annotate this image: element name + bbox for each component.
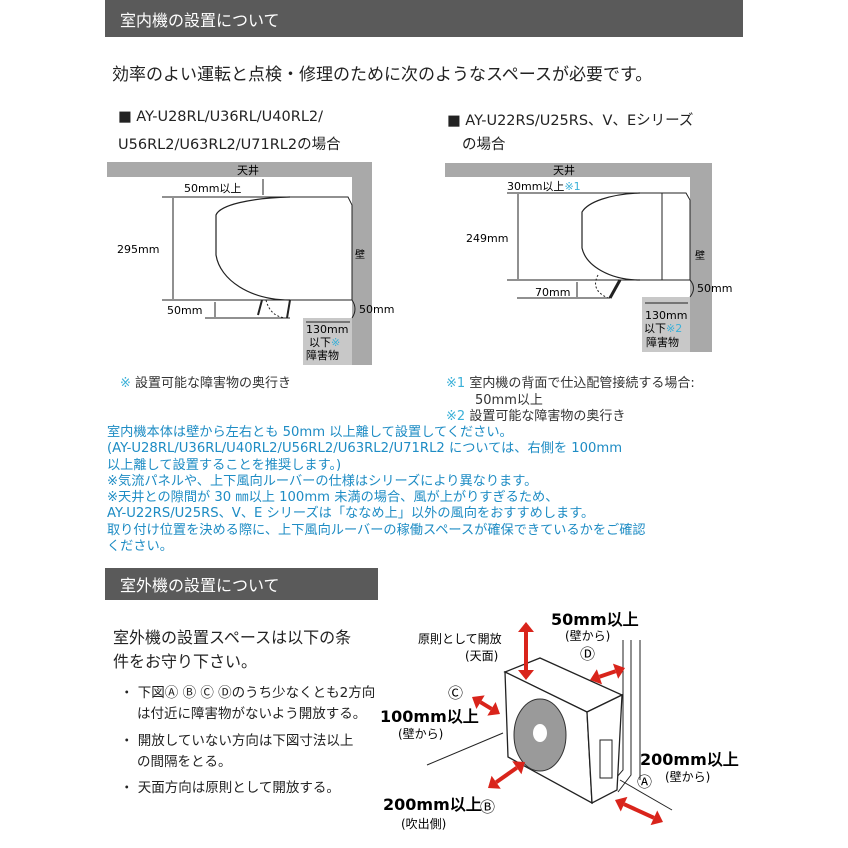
c-value: 100mm以上 bbox=[380, 707, 479, 726]
obstacle-label: 障害物 bbox=[306, 348, 339, 362]
arrow-a-head bbox=[650, 810, 663, 826]
valve-cover bbox=[599, 739, 613, 779]
height-label: 295mm bbox=[117, 243, 159, 256]
right-note-2: ※2 設置可能な障害物の奥行き bbox=[446, 409, 626, 424]
height-label-right: 249mm bbox=[466, 232, 508, 245]
remark-line: 取り付け位置を決める際に、上下風向ルーバーの稼働スペースが確保できているかをご確… bbox=[107, 522, 646, 538]
b-mark: Ⓑ bbox=[480, 798, 495, 816]
left-model-title-1: ■ AY-U28RL/U36RL/U40RL2/ bbox=[118, 109, 324, 125]
arrow-d-head bbox=[590, 669, 603, 685]
bullet-1: ・ 下図Ⓐ Ⓑ Ⓒ Ⓓのうち少なくとも2方向 bbox=[120, 685, 376, 701]
a-mark: Ⓐ bbox=[637, 773, 652, 791]
obstacle-depth: 130mm bbox=[306, 323, 348, 336]
right-note-1-cont: 50mm以上 bbox=[475, 393, 543, 408]
d-sub: (壁から) bbox=[565, 628, 610, 643]
back-gap-label-right: 50mm bbox=[697, 282, 732, 295]
arrow-top-head bbox=[518, 622, 534, 632]
arrow-c-shaft bbox=[479, 700, 493, 711]
ceiling-label: 天井 bbox=[237, 163, 259, 177]
remark-line: AY-U22RS/U25RS、V、E シリーズは「ななめ上」以外の風向をおすすめ… bbox=[107, 506, 595, 522]
outdoor-intro-2: 件をお守り下さい。 bbox=[113, 652, 258, 671]
arrow-b-head bbox=[488, 775, 501, 789]
c-mark: Ⓒ bbox=[448, 684, 463, 702]
bullet-2-cont: の間隔をとる。 bbox=[137, 754, 232, 770]
a-value: 200mm以上 bbox=[640, 750, 739, 769]
obstacle-depth-right: 130mm bbox=[645, 309, 687, 322]
arrow-a-shaft bbox=[623, 802, 655, 820]
wall-right bbox=[690, 163, 712, 352]
outdoor-header-text: 室外機の設置について bbox=[120, 576, 280, 595]
arrow-d-shaft bbox=[598, 669, 617, 679]
arrow-top-head bbox=[518, 670, 534, 680]
indoor-unit-right bbox=[581, 192, 641, 281]
indoor-remarks: 室内機本体は壁から左右とも 50mm 以上離して設置してください。 (AY-U2… bbox=[107, 425, 646, 555]
ceiling-right bbox=[445, 163, 712, 177]
left-note: ※ 設置可能な障害物の奥行き bbox=[120, 376, 292, 391]
b-value: 200mm以上 bbox=[383, 795, 482, 814]
remark-line: ※天井との隙間が 30 ㎜以上 100mm 未満の場合、風が上がりすぎるため、 bbox=[107, 490, 559, 506]
left-model-title-2: U56RL2/U63RL2/U71RL2の場合 bbox=[118, 137, 341, 153]
arrow-b-shaft bbox=[495, 766, 518, 784]
top-sub: (天面) bbox=[465, 649, 498, 663]
remark-line: 室内機本体は壁から左右とも 50mm 以上離して設置してください。 bbox=[107, 425, 513, 440]
clearance-arrows bbox=[472, 622, 663, 826]
obstacle-label-right: 障害物 bbox=[646, 335, 679, 349]
indoor-unit bbox=[215, 196, 291, 301]
top-label: 原則として開放 bbox=[418, 631, 502, 646]
top-gap-label: 50mm以上 bbox=[184, 182, 241, 195]
bottom-gap-label-right: 70mm bbox=[535, 286, 570, 299]
remark-line: (AY-U28RL/U36RL/U40RL2/U56RL2/U63RL2/U71… bbox=[107, 441, 623, 457]
indoor-header-text: 室内機の設置について bbox=[120, 10, 280, 30]
bullet-2: ・ 開放していない方向は下図寸法以上 bbox=[120, 733, 354, 749]
wall bbox=[352, 162, 372, 365]
obstacle-box-right bbox=[642, 297, 690, 352]
arrow-c-head bbox=[487, 701, 500, 716]
bottom-gap-label: 50mm bbox=[167, 304, 202, 317]
remark-line: ※気流パネルや、上下風向ルーバーの仕様はシリーズにより異なります。 bbox=[107, 473, 538, 489]
left-indoor-diagram: 天井 50mm以上 295mm 壁 50mm 50mm 130mm 以下※ 障害… bbox=[107, 162, 732, 365]
arrow-b-head bbox=[512, 761, 525, 775]
remark-line: ください。 bbox=[107, 539, 173, 555]
outdoor-intro-1: 室外機の設置スペースは以下の条 bbox=[113, 628, 352, 647]
back-gap-label: 50mm bbox=[359, 303, 394, 316]
bullet-1-cont: は付近に障害物がないよう開放する。 bbox=[137, 706, 367, 722]
outdoor-section-header: 室外機の設置について bbox=[105, 568, 378, 600]
wall-label: 壁 bbox=[355, 248, 365, 261]
arrow-c-head bbox=[472, 695, 485, 710]
c-sub: (壁から) bbox=[398, 726, 443, 741]
remark-line: 以上離して設置することを推奨します。) bbox=[107, 457, 342, 473]
obstacle-below: 以下※ bbox=[309, 336, 340, 349]
obstacle-box bbox=[303, 318, 352, 365]
bullet-3: ・ 天面方向は原則として開放する。 bbox=[120, 780, 340, 796]
ceiling-label-right: 天井 bbox=[553, 163, 575, 177]
d-mark: Ⓓ bbox=[580, 645, 595, 663]
top-gap-label-right: 30mm以上※1 bbox=[507, 180, 581, 193]
ceiling bbox=[107, 162, 372, 177]
obstacle-below-right: 以下※2 bbox=[644, 322, 682, 335]
d-value: 50mm以上 bbox=[551, 610, 639, 629]
right-note-1: ※1 室内機の背面で仕込配管接続する場合: bbox=[446, 376, 695, 391]
right-model-title-2: の場合 bbox=[462, 137, 506, 153]
wall-label-right: 壁 bbox=[695, 249, 705, 262]
indoor-section-header: 室内機の設置について bbox=[105, 0, 743, 37]
b-sub: (吹出側) bbox=[401, 817, 446, 831]
a-sub: (壁から) bbox=[665, 769, 710, 784]
right-model-title-1: ■ AY-U22RS/U25RS、V、Eシリーズ bbox=[447, 113, 694, 129]
indoor-intro: 効率のよい運転と点検・修理のために次のようなスペースが必要です。 bbox=[112, 65, 653, 85]
arrow-d-head bbox=[612, 663, 625, 679]
arrow-a-head bbox=[615, 796, 628, 812]
fan-hub bbox=[533, 724, 547, 742]
